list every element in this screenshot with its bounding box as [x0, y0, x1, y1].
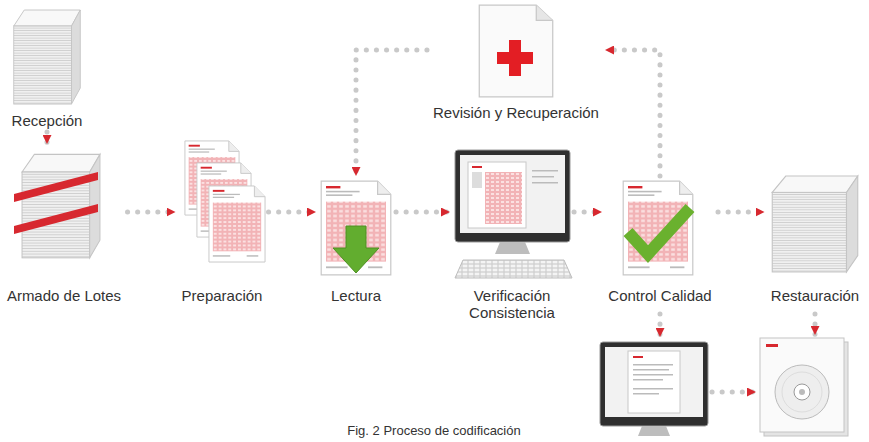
checked-sheet: [623, 181, 693, 275]
process-step: Verificación Consistencia: [452, 148, 572, 322]
process-step: Revisión y Recuperación: [429, 4, 603, 122]
flow-arrow: [605, 50, 660, 176]
step-label: Verificación Consistencia: [456, 287, 568, 322]
step-label: Restauración: [771, 287, 859, 304]
process-step: Preparación: [178, 138, 267, 305]
review-sheet: [479, 5, 552, 97]
computer-monitor: [455, 150, 572, 278]
step-label: Control Calidad: [608, 287, 711, 304]
process-step: Restauración: [767, 172, 864, 305]
process-step: Control Calidad: [604, 178, 716, 305]
step-label: Lectura: [331, 287, 381, 304]
step-label: Revisión y Recuperación: [433, 104, 599, 121]
answer-sheets: [185, 141, 265, 262]
flow-arrow: [45, 132, 50, 144]
flow-arrow: [128, 210, 176, 215]
figure-caption: Fig. 2 Proceso de codificación: [347, 423, 520, 438]
process-step: Recepción: [8, 4, 87, 130]
paper-stack: [772, 176, 858, 272]
flow-arrow: [356, 50, 427, 176]
report-monitor: [600, 342, 708, 436]
flow-arrow: [574, 210, 602, 215]
cd-case: [760, 338, 848, 436]
step-label: Recepción: [12, 112, 83, 129]
batch-stack: [14, 154, 100, 257]
step-label: Armado de Lotes: [7, 287, 121, 304]
step-label: Preparación: [182, 287, 263, 304]
process-step: Lectura: [318, 178, 394, 305]
flow-arrow: [396, 210, 450, 215]
flow-arrow: [269, 210, 317, 215]
read-sheet: [321, 181, 391, 275]
flow-arrow: [718, 210, 765, 215]
process-step: Armado de Lotes: [3, 146, 126, 305]
paper-stack: [14, 10, 81, 104]
